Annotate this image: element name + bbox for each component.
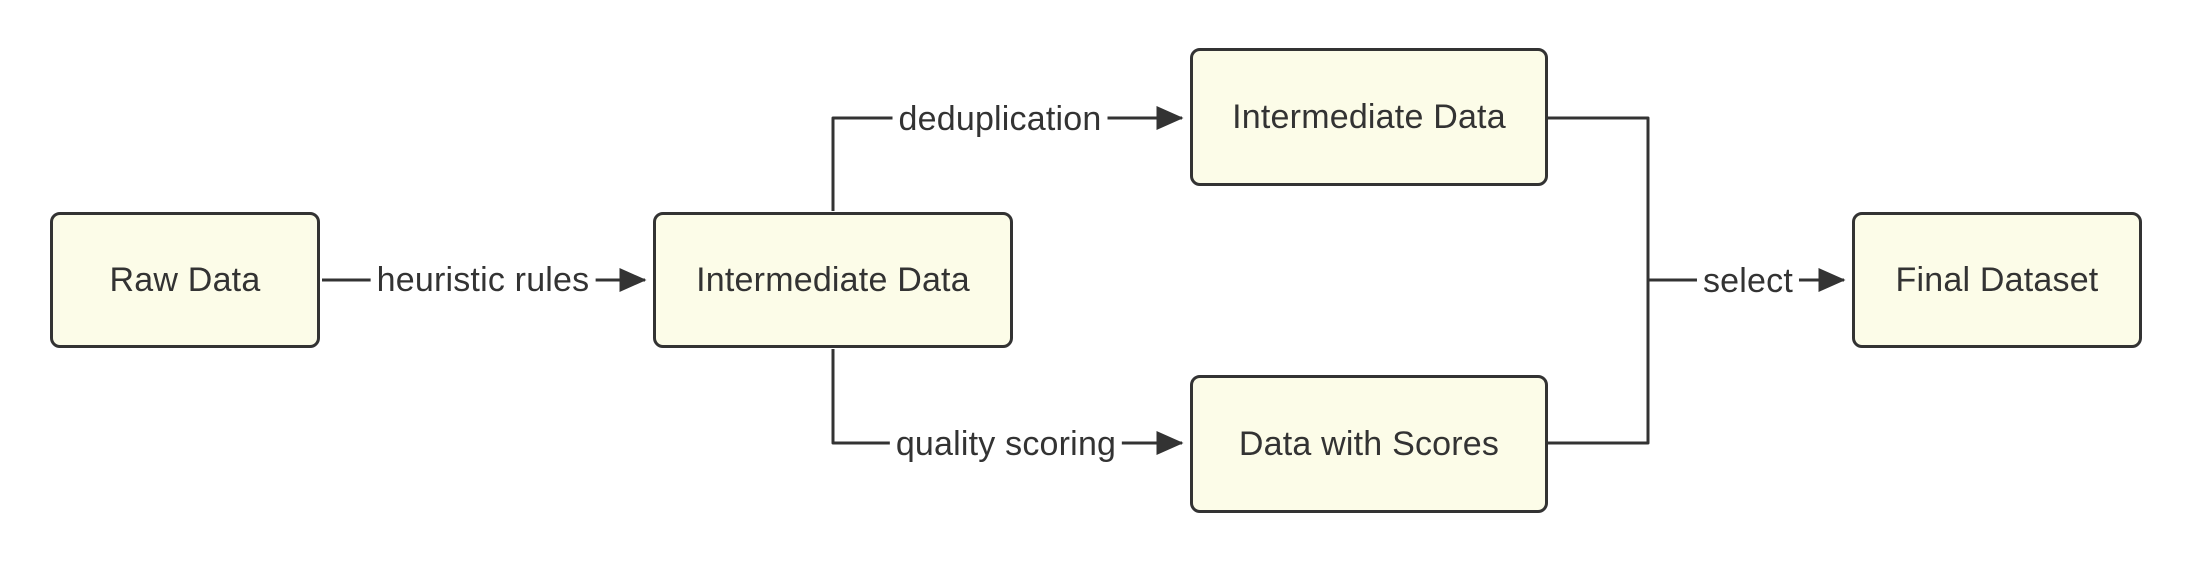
node-final-dataset-label: Final Dataset bbox=[1895, 261, 2099, 299]
node-data-with-scores[interactable]: Data with Scores bbox=[1190, 375, 1548, 513]
node-raw-data[interactable]: Raw Data bbox=[50, 212, 320, 348]
node-data-with-scores-label: Data with Scores bbox=[1238, 425, 1500, 463]
edge-dedup-to-final bbox=[1548, 116, 1650, 280]
edge-scores-to-final bbox=[1548, 280, 1650, 445]
node-intermediate-data-dedup[interactable]: Intermediate Data bbox=[1190, 48, 1548, 186]
edge-label-heuristic-rules: heuristic rules bbox=[370, 263, 596, 297]
node-intermediate-data-main-label: Intermediate Data bbox=[696, 261, 970, 299]
edge-label-quality-scoring: quality scoring bbox=[889, 427, 1123, 461]
node-raw-data-label: Raw Data bbox=[109, 261, 261, 299]
node-final-dataset[interactable]: Final Dataset bbox=[1852, 212, 2142, 348]
edge-label-deduplication: deduplication bbox=[892, 102, 1108, 136]
edge-label-select: select bbox=[1696, 264, 1800, 298]
node-intermediate-data-main[interactable]: Intermediate Data bbox=[653, 212, 1013, 348]
node-intermediate-data-dedup-label: Intermediate Data bbox=[1232, 98, 1506, 136]
